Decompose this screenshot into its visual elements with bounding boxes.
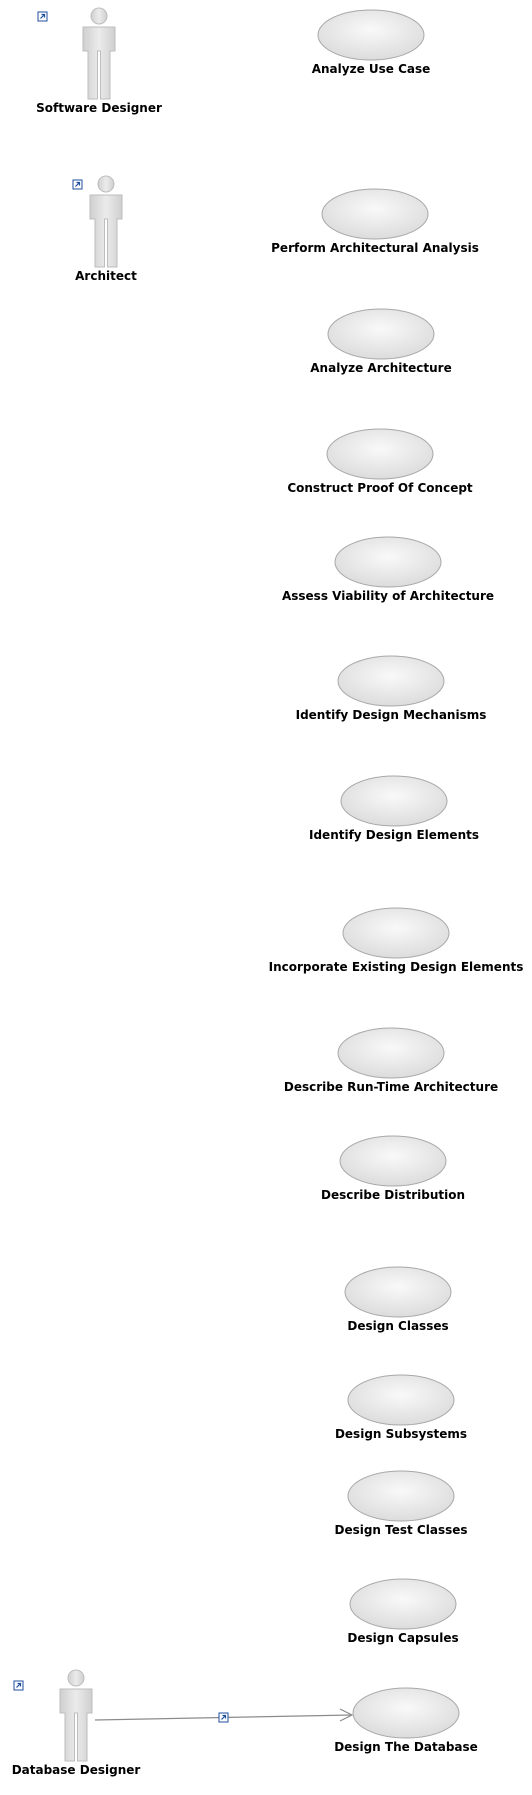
usecase-label: Design The Database: [334, 1740, 478, 1754]
usecase-perform-architectural-analysis[interactable]: [321, 188, 429, 240]
actor-label-software-designer: Software Designer: [36, 101, 162, 115]
actor-shortcut-icon[interactable]: [37, 11, 48, 22]
actor-architect[interactable]: [89, 175, 123, 268]
usecase-construct-proof-of-concept[interactable]: [326, 428, 434, 480]
usecase-assess-viability-of-architecture[interactable]: [334, 536, 442, 588]
usecase-design-the-database[interactable]: [352, 1687, 460, 1739]
usecase-analyze-architecture[interactable]: [327, 308, 435, 360]
usecase-label: Design Classes: [347, 1319, 449, 1333]
usecase-identify-design-mechanisms[interactable]: [337, 655, 445, 707]
usecase-label: Assess Viability of Architecture: [281, 589, 495, 603]
actor-label-database-designer: Database Designer: [11, 1763, 141, 1777]
usecase-label: Analyze Use Case: [311, 62, 431, 76]
usecase-label: Design Test Classes: [334, 1523, 468, 1537]
usecase-label: Incorporate Existing Design Elements: [268, 960, 524, 974]
usecase-label: Construct Proof Of Concept: [287, 481, 473, 495]
actor-database-designer[interactable]: [59, 1669, 93, 1762]
usecase-identify-design-elements[interactable]: [340, 775, 448, 827]
usecase-label: Design Subsystems: [334, 1427, 468, 1441]
usecase-design-classes[interactable]: [344, 1266, 452, 1318]
usecase-design-test-classes[interactable]: [347, 1470, 455, 1522]
usecase-describe-run-time-architecture[interactable]: [337, 1027, 445, 1079]
usecase-label: Perform Architectural Analysis: [271, 241, 479, 255]
usecase-analyze-use-case[interactable]: [317, 9, 425, 61]
usecase-describe-distribution[interactable]: [339, 1135, 447, 1187]
usecase-label: Analyze Architecture: [310, 361, 452, 375]
usecase-design-subsystems[interactable]: [347, 1374, 455, 1426]
usecase-incorporate-existing-design-elements[interactable]: [342, 907, 450, 959]
actor-software-designer[interactable]: [82, 7, 116, 100]
association-shortcut-icon[interactable]: [218, 1712, 229, 1723]
usecase-design-capsules[interactable]: [349, 1578, 457, 1630]
actor-shortcut-icon[interactable]: [72, 179, 83, 190]
usecase-label: Describe Run-Time Architecture: [283, 1080, 499, 1094]
actor-shortcut-icon[interactable]: [13, 1680, 24, 1691]
usecase-label: Design Capsules: [347, 1631, 459, 1645]
usecase-label: Identify Design Mechanisms: [295, 708, 487, 722]
actor-label-architect: Architect: [75, 269, 137, 283]
usecase-label: Identify Design Elements: [309, 828, 479, 842]
usecase-label: Describe Distribution: [320, 1188, 466, 1202]
